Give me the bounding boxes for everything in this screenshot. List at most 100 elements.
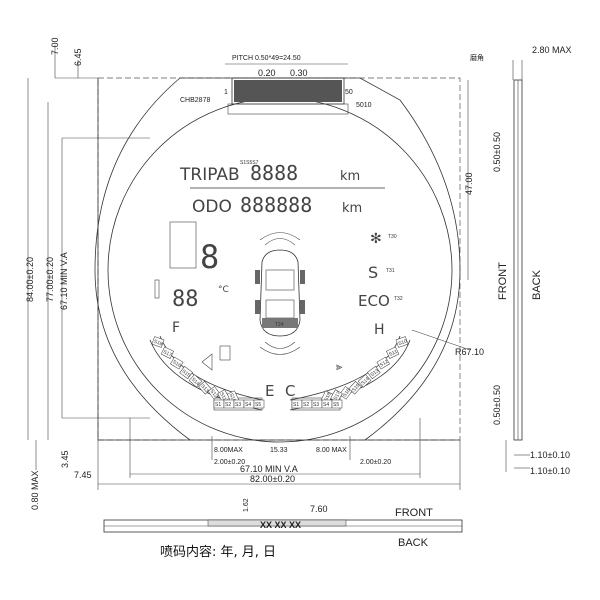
svg-text:S13: S13 xyxy=(369,368,380,378)
gear-box xyxy=(169,221,197,269)
fuel-bottom-seg: S3 xyxy=(233,399,245,409)
temp-bottom-seg: S1 xyxy=(291,399,303,409)
temp-hot-label: H xyxy=(374,322,385,338)
temp-cold-label: C xyxy=(285,382,295,400)
fuel-bottom-seg: S2 xyxy=(223,399,235,409)
fuel-arrow-icon xyxy=(201,353,213,371)
svg-text:S11: S11 xyxy=(218,391,228,402)
dim-3-45: 3.45 xyxy=(60,450,70,468)
fuel-arc-seg: S18 xyxy=(151,336,165,348)
s-mode-icon: S xyxy=(368,263,378,282)
svg-text:S17: S17 xyxy=(333,391,343,402)
svg-text:S1: S1 xyxy=(215,402,221,408)
temp-bottom-seg: S3 xyxy=(311,399,323,409)
odo-label: ODO xyxy=(192,197,232,217)
svg-text:S15: S15 xyxy=(351,383,362,394)
side-chamfer-label: 磨角 xyxy=(470,53,484,62)
dim-82: 82.00±0.20 xyxy=(250,474,295,484)
fuel-gauge-arc xyxy=(149,335,263,411)
dim-2-left: 2.00±0.20 xyxy=(214,459,245,466)
temp-bottom-seg: S2 xyxy=(301,399,313,409)
t24-label: T24 xyxy=(275,322,284,328)
snowflake-icon: ✻ xyxy=(370,231,382,247)
temp-arc-seg: S10 xyxy=(395,336,409,348)
fuel-bottom-seg: S1 xyxy=(213,399,225,409)
temp-arc-seg: S11 xyxy=(386,346,400,359)
svg-text:S14: S14 xyxy=(360,376,371,387)
svg-text:S4: S4 xyxy=(245,402,251,408)
dim-67-va-bottom: 67.10 MIN V.A xyxy=(240,464,298,474)
svg-text:S11: S11 xyxy=(388,349,398,358)
dim-8-left: 8.00MAX xyxy=(214,447,243,454)
fuel-arc-seg: S17 xyxy=(160,346,174,359)
svg-text:S13: S13 xyxy=(199,383,210,394)
side-view: 磨角 2.80 MAX FRONT BACK 0.50±0.50 0.50±0.… xyxy=(470,45,572,476)
tripab-label: TRIPAB xyxy=(179,165,240,185)
part-code-left: CHB2878 xyxy=(180,97,210,104)
dim-pin-gap: 0.30 xyxy=(290,68,308,78)
svg-text:S16: S16 xyxy=(342,388,352,399)
panel-outline xyxy=(94,77,461,443)
svg-text:S4: S4 xyxy=(323,402,329,408)
t31-label: T31 xyxy=(386,268,395,274)
dim-47: 47.00 xyxy=(464,172,474,195)
svg-text:S5: S5 xyxy=(255,402,261,408)
dim-7-00: 7.00 xyxy=(50,37,60,55)
fuel-empty-label: E xyxy=(265,382,274,400)
svg-text:S16: S16 xyxy=(171,359,182,369)
dim-6-45: 6.45 xyxy=(73,48,83,66)
fuel-bottom-seg: S5 xyxy=(253,399,265,409)
dim-7-60: 7.60 xyxy=(310,504,328,514)
edge-back-label: BACK xyxy=(398,537,429,549)
part-code-right: 5010 xyxy=(356,102,372,109)
dim-67-va-left: 67.10 MIN V.A xyxy=(59,252,69,310)
dim-84: 84.00±0.20 xyxy=(25,257,35,302)
dim-0-80: 0.80 MAX xyxy=(30,470,40,510)
temp-digits: 88 xyxy=(172,287,199,312)
km-label-2: km xyxy=(342,201,362,216)
t24-bar xyxy=(262,318,298,328)
fuel-full-label: F xyxy=(172,320,180,336)
side-back-label: BACK xyxy=(531,269,543,300)
dim-8-right: 8.00 MAX xyxy=(316,447,347,454)
fpc-pins xyxy=(234,80,342,102)
dim-2-right: 2.00±0.20 xyxy=(360,459,391,466)
right-dimensions: 47.00 R67.10 xyxy=(411,80,484,357)
svg-text:S15: S15 xyxy=(181,369,192,379)
fuel-pump-icon xyxy=(219,345,231,361)
km-label-1: km xyxy=(340,169,360,184)
gear-digit: 8 xyxy=(200,238,219,276)
fuel-bottom-seg: S4 xyxy=(243,399,255,409)
spray-code-note: 喷码内容: 年, 月, 日 xyxy=(160,544,276,560)
dim-1-10-a: 1.10±0.10 xyxy=(530,450,570,460)
svg-text:S18: S18 xyxy=(323,392,332,403)
svg-text:S3: S3 xyxy=(235,402,241,408)
dim-15-33: 15.33 xyxy=(270,447,288,454)
dim-radius: R67.10 xyxy=(455,347,484,357)
edge-front-label: FRONT xyxy=(395,507,433,519)
svg-text:S14: S14 xyxy=(190,377,201,388)
svg-text:S18: S18 xyxy=(153,339,164,348)
pin-50-label: 50 xyxy=(345,89,353,96)
code-marks: XX XX XX xyxy=(260,520,301,530)
dim-0-50-top: 0.50±0.50 xyxy=(492,132,502,172)
temp-bottom-seg: S4 xyxy=(321,399,333,409)
bottom-dimensions: 8.00MAX 15.33 8.00 MAX 2.00±0.20 2.00±0.… xyxy=(97,418,461,490)
side-front-label: FRONT xyxy=(497,262,509,300)
temp-gauge-arc xyxy=(289,335,411,411)
edge-view: 1.62 7.60 XX XX XX FRONT BACK 喷码内容: 年, 月… xyxy=(103,498,463,560)
tripab-digits: 8888 xyxy=(250,161,298,185)
dim-pitch: PITCH 0.50*49=24.50 xyxy=(232,55,301,62)
svg-text:S10: S10 xyxy=(228,393,237,404)
dim-1-62: 1.62 xyxy=(243,498,250,512)
temp-arc-seg: S13 xyxy=(367,366,381,380)
lcd-display: TRIPAB 8888 km S1S5S7 ODO 888888 km 8 88… xyxy=(149,160,411,411)
odo-digits: 888888 xyxy=(240,193,312,217)
pin-1-label: 1 xyxy=(224,89,228,96)
temp-arc-seg: S16 xyxy=(339,386,353,400)
dim-0-50-bottom: 0.50±0.50 xyxy=(492,385,502,425)
s1s5s7-label: S1S5S7 xyxy=(240,160,259,166)
temp-arc-seg: S14 xyxy=(357,374,372,388)
dim-77: 77.00±0.20 xyxy=(45,257,55,302)
